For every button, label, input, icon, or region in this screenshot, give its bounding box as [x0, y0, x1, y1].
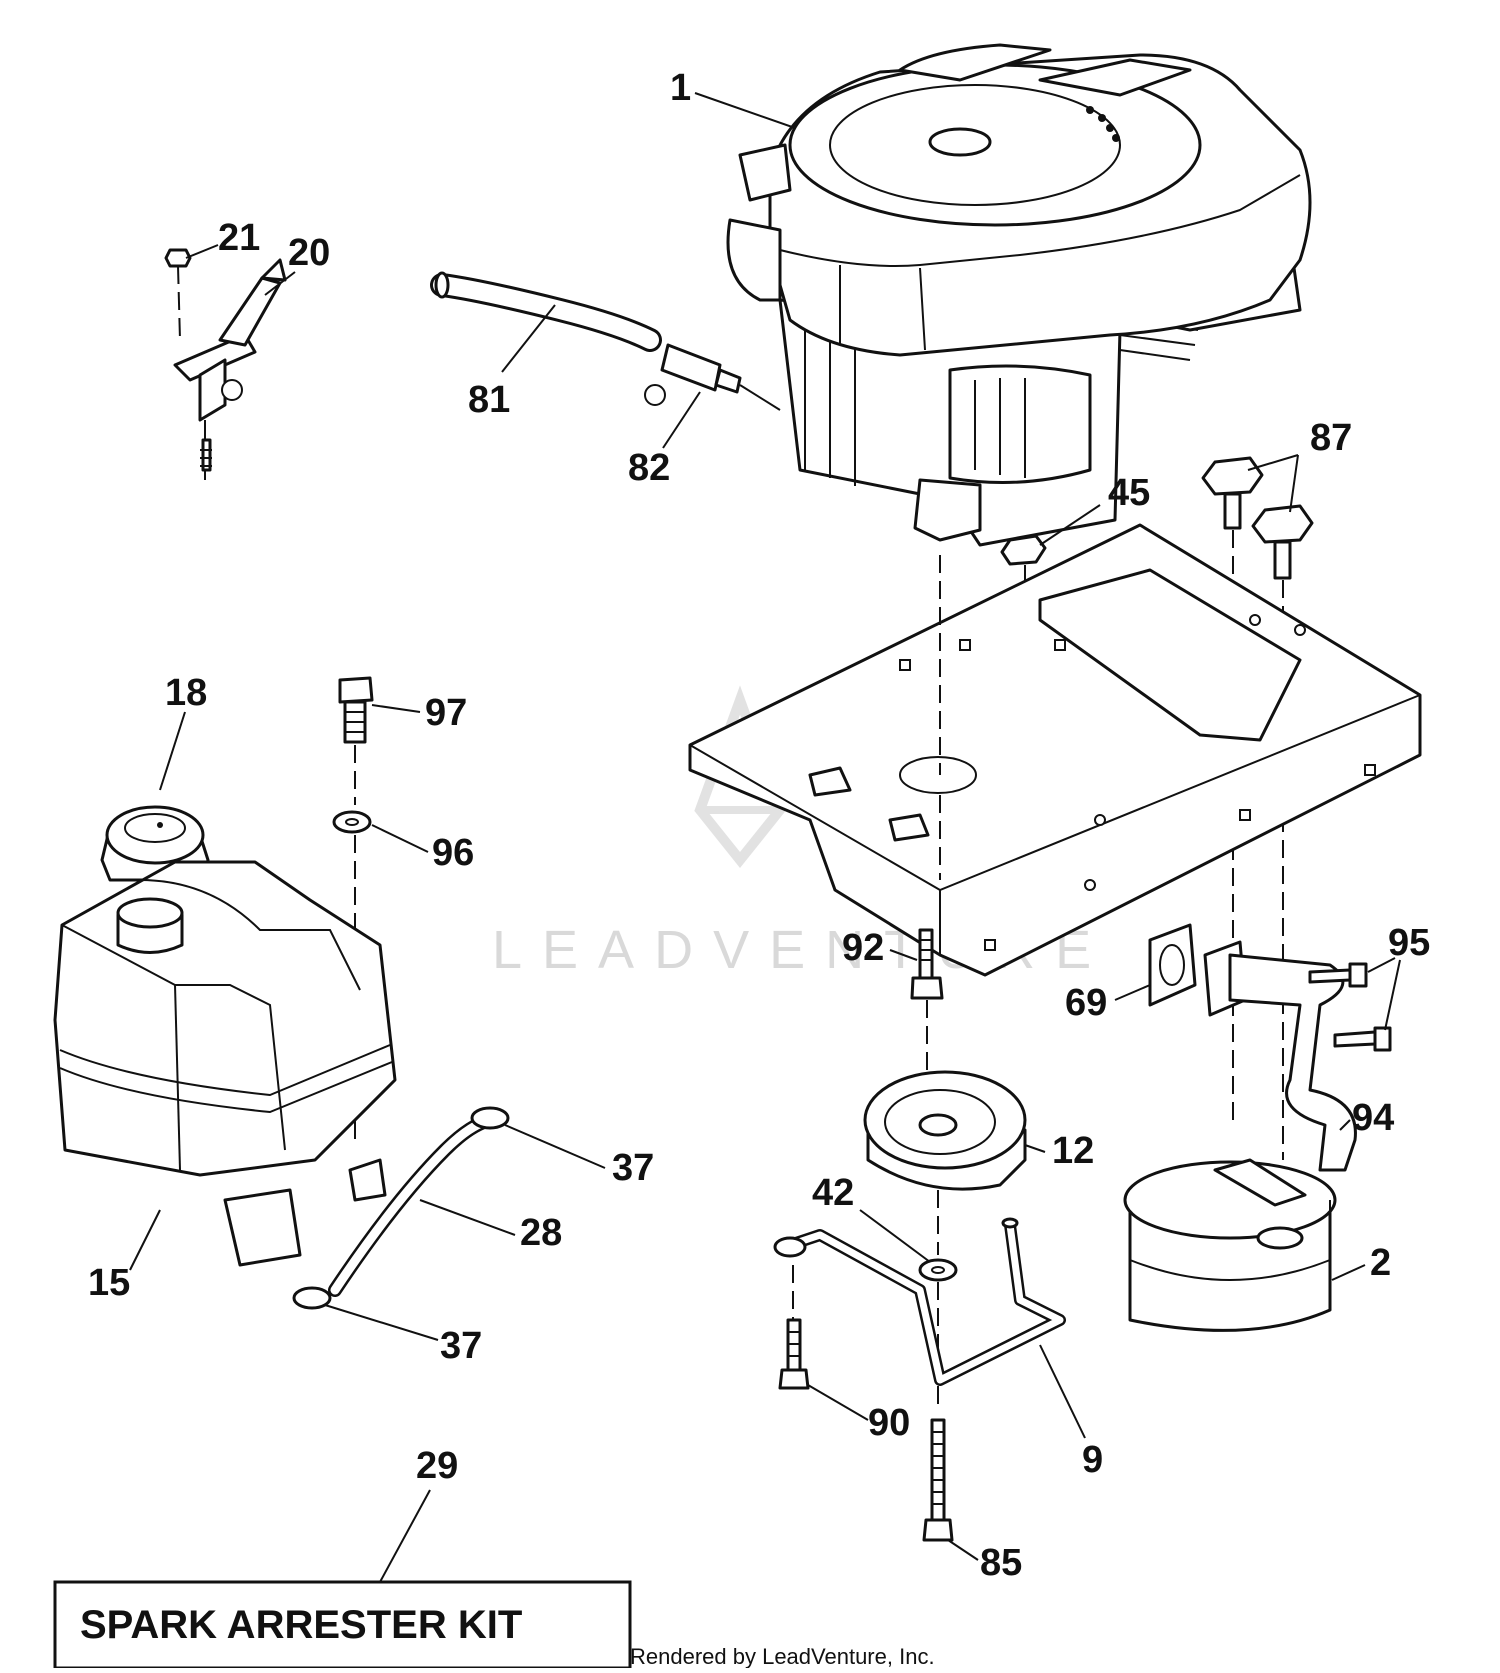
spark-arrester-kit-box: SPARK ARRESTER KIT — [53, 1580, 632, 1670]
nut-45 — [1000, 534, 1047, 590]
callout-97: 97 — [425, 692, 467, 734]
fuel-cap — [100, 805, 210, 882]
spark-arrester-kit-label: SPARK ARRESTER KIT — [80, 1603, 522, 1647]
engine — [726, 43, 1312, 547]
throttle-control — [164, 248, 287, 480]
callout-96: 96 — [432, 832, 474, 874]
callout-12: 12 — [1052, 1130, 1094, 1172]
gasket-69 — [1148, 923, 1197, 1007]
callout-82: 82 — [628, 447, 670, 489]
callout-21: 21 — [218, 217, 260, 259]
callout-2: 2 — [1370, 1242, 1391, 1284]
callout-85: 85 — [980, 1542, 1022, 1584]
bolt-97 — [338, 676, 374, 805]
callout-9: 9 — [1082, 1439, 1103, 1481]
callout-90: 90 — [868, 1402, 910, 1444]
callout-94: 94 — [1352, 1097, 1394, 1139]
callout-15: 15 — [88, 1262, 130, 1304]
callout-37-bottom: 37 — [440, 1325, 482, 1367]
frame-plate — [688, 523, 1422, 977]
callout-20: 20 — [288, 232, 330, 274]
exhaust-pipe — [1203, 940, 1357, 1172]
washer-96 — [332, 810, 372, 1140]
render-credit: Rendered by LeadVenture, Inc. — [630, 1644, 935, 1668]
fuel-line — [430, 271, 662, 352]
callout-95: 95 — [1388, 922, 1430, 964]
callout-42: 42 — [812, 1172, 854, 1214]
bolt-92 — [910, 928, 944, 1090]
callout-45: 45 — [1108, 472, 1150, 514]
fuel-filter — [644, 343, 781, 411]
callout-92: 92 — [842, 927, 884, 969]
callout-81: 81 — [468, 379, 510, 421]
callout-1: 1 — [670, 67, 691, 109]
callout-28: 28 — [520, 1212, 562, 1254]
muffler — [1123, 1158, 1337, 1332]
fuel-hose — [292, 1106, 510, 1310]
bracket-9 — [773, 1217, 1066, 1386]
bolt-90 — [778, 1265, 810, 1390]
callout-69: 69 — [1065, 982, 1107, 1024]
pulley — [863, 1070, 1027, 1255]
callout-37-top: 37 — [612, 1147, 654, 1189]
callout-29: 29 — [416, 1445, 458, 1487]
callout-87: 87 — [1310, 417, 1352, 459]
callout-18: 18 — [165, 672, 207, 714]
bolts-95 — [1308, 962, 1392, 1052]
fuel-tank — [53, 860, 397, 1267]
bolt-85 — [922, 1418, 954, 1542]
